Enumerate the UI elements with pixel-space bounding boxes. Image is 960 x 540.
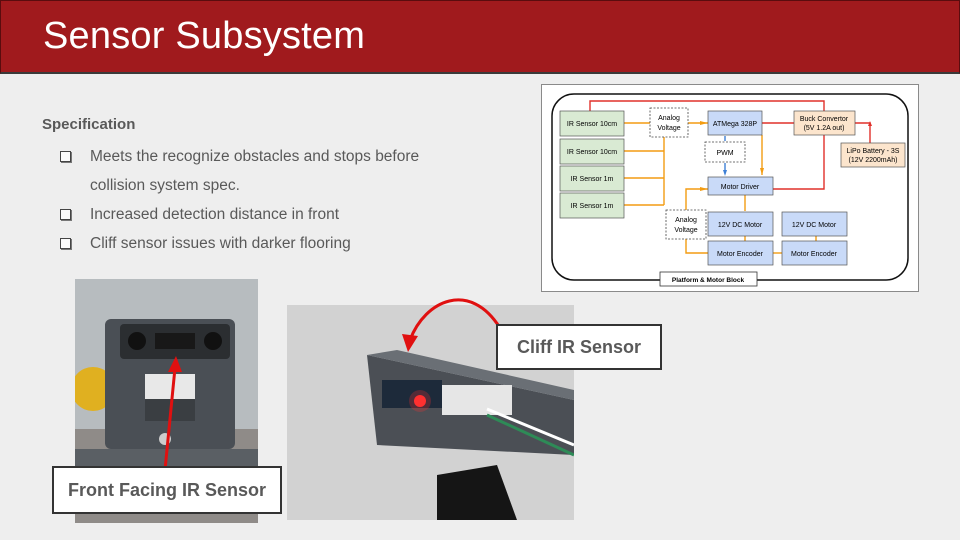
cliff-sensor-illustration	[287, 305, 574, 520]
bullet-text: Meets the recognize obstacles and stops …	[90, 148, 420, 194]
motor-driver-box	[707, 176, 774, 196]
cliff-sensor-photo	[287, 305, 574, 520]
block-diagram-svg: IR Sensor 10cm IR Sensor 10cm IR Sensor …	[551, 93, 909, 287]
power-lines	[589, 100, 871, 190]
pwm-box	[704, 141, 746, 163]
ir-sensor-label: IR Sensor 10cm	[567, 149, 617, 156]
signal-lines	[624, 122, 817, 254]
bullet-list: Meets the recognize obstacles and stops …	[58, 142, 458, 258]
atmega-box	[707, 110, 763, 136]
analog-voltage-bottom-label: Analog	[675, 217, 697, 224]
lipo-battery-label: (12V 2200mAh)	[848, 157, 897, 164]
platform-label-box	[659, 271, 758, 287]
analog-voltage-top-label: Analog	[658, 115, 680, 122]
encoder-left-box	[707, 240, 774, 266]
pwm-label: PWM	[716, 150, 733, 157]
buck-convertor-box	[793, 110, 856, 136]
checkbox-bullet-icon	[60, 151, 71, 162]
platform-label: Platform & Motor Block	[672, 277, 745, 284]
ir-sensor-label: IR Sensor 1m	[571, 203, 614, 210]
lipo-battery-box	[840, 142, 906, 168]
cliff-sensor-callout: Cliff IR Sensor	[496, 324, 662, 370]
encoder-left-label: Motor Encoder	[717, 251, 764, 258]
encoder-right-box	[781, 240, 848, 266]
analog-voltage-top-box	[649, 107, 689, 138]
checkbox-bullet-icon	[60, 238, 71, 249]
front-sensor-callout: Front Facing IR Sensor	[52, 466, 282, 514]
buck-convertor-label: Buck Convertor	[800, 116, 849, 123]
atmega-label: ATMega 328P	[713, 121, 758, 128]
buck-convertor-label: (5V 1.2A out)	[804, 125, 845, 132]
analog-voltage-bottom-box	[665, 209, 707, 240]
motor-driver-label: Motor Driver	[721, 184, 760, 191]
bullet-item: Meets the recognize obstacles and stops …	[58, 142, 458, 200]
ir-sensor-label: IR Sensor 1m	[571, 176, 614, 183]
dc-motor-left-label: 12V DC Motor	[718, 222, 763, 229]
analog-voltage-bottom-label: Voltage	[674, 227, 697, 234]
checkbox-bullet-icon	[60, 209, 71, 220]
analog-voltage-top-label: Voltage	[657, 125, 680, 132]
lipo-battery-label: LiPo Battery - 3S	[847, 148, 900, 155]
specification-heading: Specification	[42, 116, 136, 133]
bullet-text: Increased detection distance in front	[90, 206, 340, 223]
ir-sensor-boxes: IR Sensor 10cm IR Sensor 10cm IR Sensor …	[559, 110, 625, 219]
title-bar: Sensor Subsystem	[0, 0, 960, 74]
dc-motor-right-box	[781, 211, 848, 237]
dc-motor-left-box	[707, 211, 774, 237]
ir-sensor-label: IR Sensor 10cm	[567, 121, 617, 128]
slide-title: Sensor Subsystem	[43, 15, 366, 57]
bullet-item: Increased detection distance in front	[58, 200, 458, 229]
dc-motor-right-label: 12V DC Motor	[792, 222, 837, 229]
block-diagram: IR Sensor 10cm IR Sensor 10cm IR Sensor …	[541, 84, 919, 292]
bullet-text: Cliff sensor issues with darker flooring	[90, 235, 351, 252]
bullet-item: Cliff sensor issues with darker flooring	[58, 229, 458, 258]
encoder-right-label: Motor Encoder	[791, 251, 838, 258]
